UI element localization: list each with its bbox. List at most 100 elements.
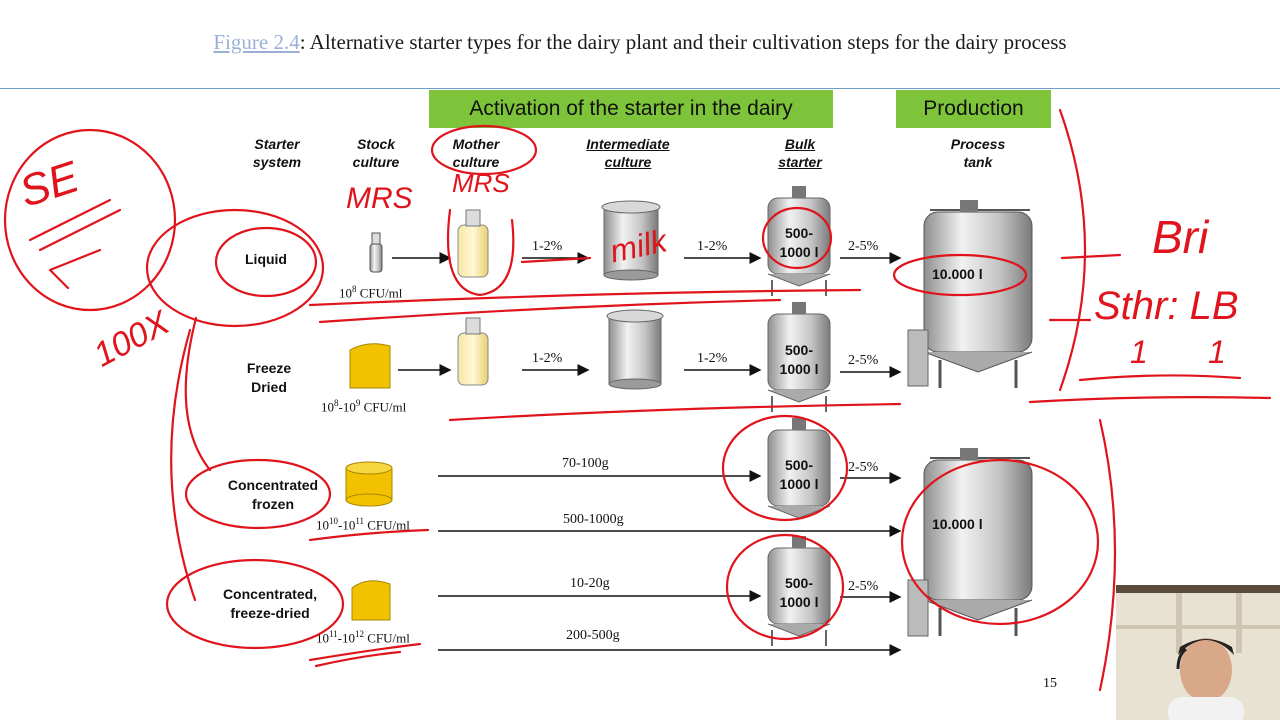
cfu-freeze-dried-a-exp: 8 [334,398,339,408]
circle-left-big [3,128,177,312]
header-intermediate-culture-line2: culture [604,154,652,170]
cfu-conc-fd-b: -10 [337,630,356,646]
activation-banner: Activation of the starter in the dairy [429,90,833,128]
bulk-tank-2-line1: 500- [784,342,814,358]
header-mother-culture: Mother culture [436,135,516,171]
presenter-image [1116,585,1280,720]
bulk-starter-tank-1-icon [767,186,831,296]
header-starter-system-line1: Starter [254,136,300,152]
freeze-dried-pouch-icon [349,343,391,389]
bulk-starter-tank-3-icon [767,418,831,519]
header-stock-culture-line2: culture [352,154,400,170]
frozen-can-icon [345,461,393,507]
figure-caption-text: : Alternative starter types for the dair… [299,30,1067,54]
arrow-row1-to-mother [520,256,592,264]
freeze-dried-sachet-icon [351,580,391,621]
row-label-freeze-dried-line1: Freeze [246,360,292,376]
bulk-tank-3-line1: 500- [784,457,814,473]
bulk-tank-3-line2: 1000 l [779,476,819,492]
row-label-concentrated-frozen-line2: frozen [252,496,294,512]
header-intermediate-culture: Intermediate culture [570,135,686,171]
header-bulk-starter: Bulk starter [760,135,840,171]
process-tank-2-label: 10.000 l [932,516,983,532]
cfu-conc-frozen-a-exp: 10 [329,516,338,526]
row-label-concentrated-frozen-line1: Concentrated [227,477,319,493]
header-starter-system: Starter system [237,135,317,171]
pct-fd-to-process: 2-5% [848,579,879,594]
handwritten-mrs-2: MRS [452,168,510,198]
handwritten-bri: Bri [1152,211,1209,263]
bulk-tank-4-line1: 500- [784,575,814,591]
handwritten-ratio-right: 1 [1208,334,1226,370]
intermediate-culture-pot-icon [601,200,661,281]
mother-culture-bottle-icon [457,209,489,278]
circle-fd [165,558,345,650]
pct-liquid-to-bulk: 1-2% [697,239,728,254]
pct-liquid-to-process: 2-5% [848,239,879,254]
header-process-tank: Process tank [935,135,1021,171]
bulk-tank-1-line2: 1000 l [779,244,819,260]
handwritten-sthr-lb: Sthr: LB [1094,284,1239,328]
underline-cfu-frozen [308,528,430,542]
circle-bulk-1 [761,206,833,270]
header-process-tank-line1: Process [950,136,1006,152]
bulk-starter-tank-2-icon [767,302,831,412]
row-label-concentrated-frozen: Concentrated frozen [213,476,333,514]
cfu-conc-fd-a-exp: 11 [329,629,338,639]
circle-process-2 [900,458,1100,626]
pct-freeze-dried-to-bulk: 1-2% [697,351,728,366]
curve-left-to-fd [170,328,197,602]
bulk-tank-1-label: 500- 1000 l [770,224,828,262]
line-right-top [1028,396,1272,404]
cfu-conc-fd-unit: CFU/ml [364,630,410,646]
page-number: 15 [1043,676,1057,691]
flow-arrows [392,252,902,656]
handwritten-ratio-left: 1 [1130,334,1148,370]
circle-bulk-3 [721,414,849,522]
circle-frozen [184,458,332,530]
circle-liquid-outer [145,208,325,328]
bulk-tank-4-line2: 1000 l [779,594,819,610]
handwritten-annotations [3,108,1272,692]
circle-mother-header [430,124,538,176]
arrow-bri [1060,253,1122,260]
intermediate-culture-pot-2-icon [606,309,664,390]
underline-row1 [308,288,862,307]
cfu-conc-frozen-a: 10 [316,517,329,533]
underline-row1b [318,298,782,324]
pct-freeze-dried-to-intermediate: 1-2% [532,351,563,366]
cfu-freeze-dried-b-exp: 9 [355,398,361,408]
amount-frozen-direct: 500-1000g [563,512,624,527]
bracket-right-lower [1098,418,1117,692]
bulk-tank-2-label: 500-1000 l [770,341,828,379]
underline-cfu-fd2 [314,650,402,668]
process-tank-2-icon [907,448,1033,637]
cfu-freeze-dried-unit: CFU/ml [360,399,407,415]
bulk-tank-1-line1: 500- [784,225,814,241]
header-mother-culture-line2: culture [452,154,500,170]
loop-mother-bottle [446,208,515,297]
header-intermediate-culture-line1: Intermediate [586,136,670,152]
amount-frozen-to-bulk: 70-100g [562,456,609,471]
production-banner: Production [896,90,1051,128]
amount-fd-to-bulk: 10-20g [570,576,610,591]
row-label-freeze-dried-line2: Dried [251,379,287,395]
cfu-conc-frozen-b-exp: 11 [355,516,365,526]
header-bulk-starter-line2: starter [778,154,822,170]
row-label-liquid: Liquid [216,250,316,269]
cfu-conc-frozen-b: -10 [338,517,356,533]
handwritten-mrs: MRS [346,182,413,215]
circle-bulk-4 [725,533,845,641]
row-label-concentrated-freeze-dried-line1: Concentrated, [222,586,318,602]
figure-caption: Figure 2.4: Alternative starter types fo… [0,30,1280,55]
header-stock-culture: Stock culture [336,135,416,171]
cfu-liquid: 108 CFU/ml [339,284,402,301]
curve-left-to-frozen [184,316,212,472]
figure-reference-link[interactable]: Figure 2.4 [213,30,300,54]
process-tank-1-label: 10.000 l [932,266,983,282]
bulk-tank-4-label: 500- 1000 l [770,574,828,612]
cfu-freeze-dried: 108-109 CFU/ml [321,398,406,415]
cfu-conc-fd-b-exp: 12 [355,629,365,639]
header-bulk-starter-line1: Bulk [784,136,816,152]
